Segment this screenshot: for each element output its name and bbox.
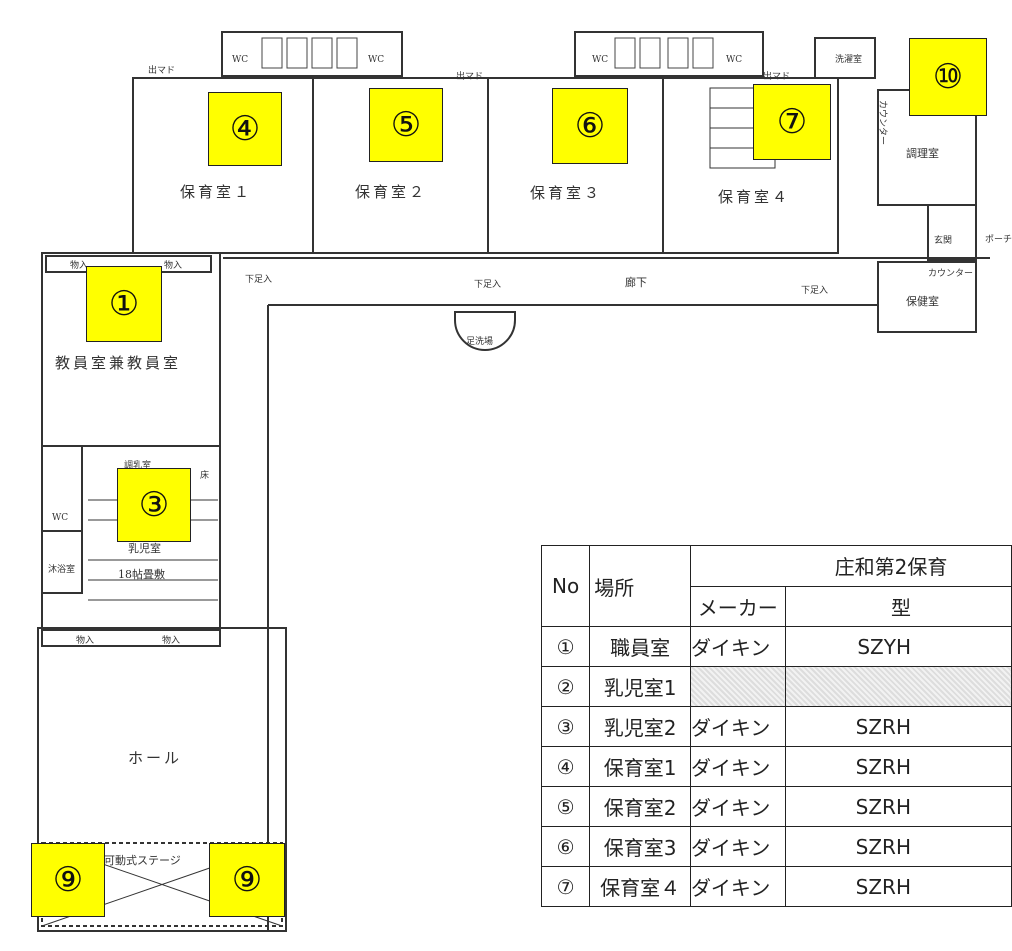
header-no: No [541, 545, 591, 627]
classroom-1-label: 保育室１ [180, 183, 252, 201]
entrance-label: 玄関 [934, 234, 952, 246]
footwash-shape [454, 311, 516, 351]
row-place: 乳児室2 [589, 706, 691, 747]
row-maker: ダイキン [689, 866, 786, 907]
table-row: ③ 乳児室2 ダイキン SZRH [541, 706, 1012, 747]
table-row: ② 乳児室1 [541, 666, 1012, 707]
table-row: ⑦ 保育室４ ダイキン SZRH [541, 866, 1012, 907]
row-place: 保育室2 [589, 786, 691, 827]
marker-1: ① [86, 266, 162, 342]
shoes-label: 下足入 [245, 274, 272, 285]
row-maker: ダイキン [689, 626, 786, 667]
counter-label: カウンター [928, 268, 973, 279]
row-no: ④ [541, 746, 591, 787]
counter-label: カウンター [877, 100, 888, 145]
row-maker: ダイキン [689, 746, 786, 787]
porch-label: ポーチ [985, 234, 1012, 245]
row-no: ① [541, 626, 591, 667]
marker-9-right: ⑨ [209, 843, 285, 917]
classroom-3-label: 保育室３ [530, 184, 602, 202]
row-maker: ダイキン [689, 826, 786, 867]
bath-label: 沐浴室 [48, 563, 75, 575]
row-model: SZRH [784, 746, 1012, 787]
bed-label: 床 [200, 469, 209, 481]
wc-label: WC [232, 55, 248, 65]
hall-label: ホール [128, 749, 182, 767]
wc-block-1 [221, 31, 403, 77]
marker-4: ④ [208, 92, 282, 166]
classroom-4-wall [662, 77, 839, 254]
laundry-wall [814, 37, 876, 79]
row-maker: ダイキン [689, 706, 786, 747]
storage-label: 物入 [162, 634, 180, 646]
row-no: ② [541, 666, 591, 707]
storage-label: 物入 [70, 259, 88, 271]
row-model: SZYH [784, 626, 1012, 667]
exit-label: 出マド [456, 70, 483, 82]
marker-6: ⑥ [552, 88, 628, 164]
wc-label: WC [52, 513, 68, 523]
shoes-label: 下足入 [474, 279, 501, 290]
footwash-label: 足洗場 [466, 335, 493, 347]
row-no: ⑥ [541, 826, 591, 867]
stage-label: 可動式ステージ [104, 853, 181, 867]
staff-room-label: 教員室兼教員室 [55, 354, 181, 372]
row-model: SZRH [784, 706, 1012, 747]
row-no: ⑦ [541, 866, 591, 907]
equipment-table: No 場所 庄和第2保育 メーカー 型 ① 職員室 ダイキン SZYH ② 乳児… [541, 545, 1012, 907]
table-row: ⑤ 保育室2 ダイキン SZRH [541, 786, 1012, 827]
header-group: 庄和第2保育 [689, 545, 1012, 587]
storage-label: 物入 [76, 634, 94, 646]
row-place: 職員室 [589, 626, 691, 667]
table-row: ① 職員室 ダイキン SZYH [541, 626, 1012, 667]
row-model: SZRH [784, 786, 1012, 827]
row-model: SZRH [784, 826, 1012, 867]
health-room-wall [877, 261, 977, 333]
marker-3: ③ [117, 468, 191, 542]
row-maker: ダイキン [689, 786, 786, 827]
marker-7: ⑦ [753, 84, 831, 160]
equipment-table-container: No 場所 庄和第2保育 メーカー 型 ① 職員室 ダイキン SZYH ② 乳児… [541, 545, 1012, 951]
header-maker: メーカー [689, 585, 786, 627]
wc-block-2 [574, 31, 764, 77]
kitchen-label: 調理室 [906, 146, 939, 160]
exit-label: 出マド [148, 64, 175, 76]
wc-label: WC [592, 55, 608, 65]
row-no: ③ [541, 706, 591, 747]
wc-label: WC [726, 55, 742, 65]
row-model: SZRH [784, 866, 1012, 907]
infant-room-label: 乳児室 [128, 541, 161, 555]
marker-10: ⑩ [909, 38, 987, 116]
classroom-4-label: 保育室４ [718, 188, 790, 206]
row-place: 乳児室1 [589, 666, 691, 707]
corridor-label: 廊下 [625, 275, 647, 289]
shoes-label: 下足入 [801, 285, 828, 296]
bath-wall [41, 530, 83, 594]
row-place: 保育室1 [589, 746, 691, 787]
header-place: 場所 [589, 545, 691, 627]
header-model: 型 [784, 585, 1012, 627]
hall-wall [37, 627, 287, 932]
laundry-label: 洗濯室 [835, 53, 862, 65]
storage-label: 物入 [164, 259, 182, 271]
row-place: 保育室3 [589, 826, 691, 867]
row-maker [689, 666, 786, 707]
health-room-label: 保健室 [906, 294, 939, 308]
marker-9-left: ⑨ [31, 843, 105, 917]
row-no: ⑤ [541, 786, 591, 827]
wc-label: WC [368, 55, 384, 65]
row-model [784, 666, 1012, 707]
table-row: ④ 保育室1 ダイキン SZRH [541, 746, 1012, 787]
infant-room-size: 18帖畳敷 [118, 567, 165, 581]
table-row: ⑥ 保育室3 ダイキン SZRH [541, 826, 1012, 867]
marker-5: ⑤ [369, 88, 443, 162]
entrance-wall [927, 204, 977, 261]
exit-label: 出マド [763, 70, 790, 82]
row-place: 保育室４ [589, 866, 691, 907]
classroom-2-label: 保育室２ [355, 183, 427, 201]
